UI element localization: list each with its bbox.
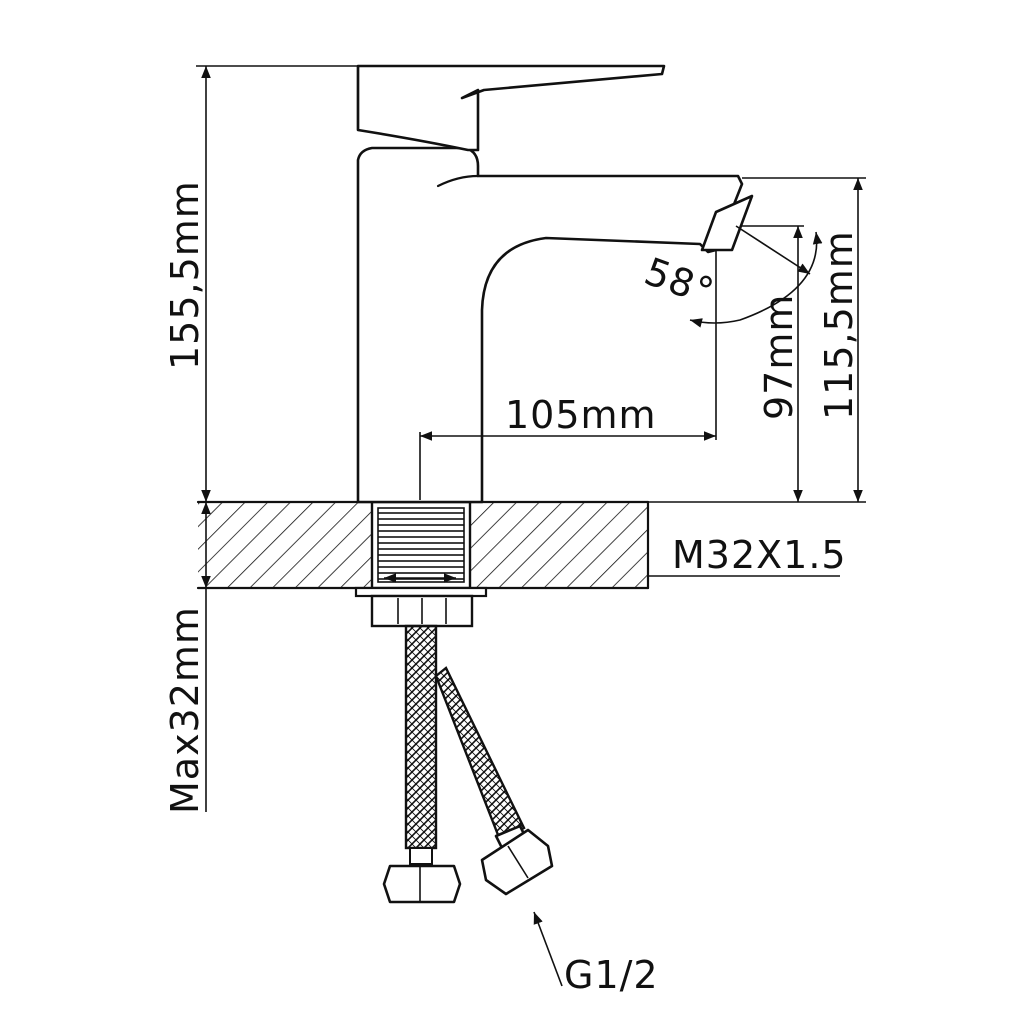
- thread-label: M32X1.5: [672, 533, 847, 577]
- total-height-dimension: [196, 65, 358, 502]
- angle-indicator: [689, 225, 823, 328]
- faucet-body: [356, 64, 754, 504]
- connector-label: G1/2: [564, 953, 659, 997]
- spout-height-label: 115,5mm: [817, 230, 861, 420]
- outlet-height-label: 97mm: [757, 294, 801, 420]
- mounting-nut: [354, 586, 488, 628]
- angle-label: 58°: [639, 249, 720, 314]
- reach-label: 105mm: [505, 393, 657, 437]
- connector-leader: [533, 911, 563, 987]
- max-thickness-label: Max32mm: [163, 606, 207, 814]
- supply-hose-right: [434, 666, 554, 896]
- supply-hose-left: [382, 624, 462, 904]
- threaded-shank: [370, 500, 472, 590]
- total-height-label: 155,5mm: [163, 180, 207, 370]
- spout-height-dimension: [648, 177, 866, 503]
